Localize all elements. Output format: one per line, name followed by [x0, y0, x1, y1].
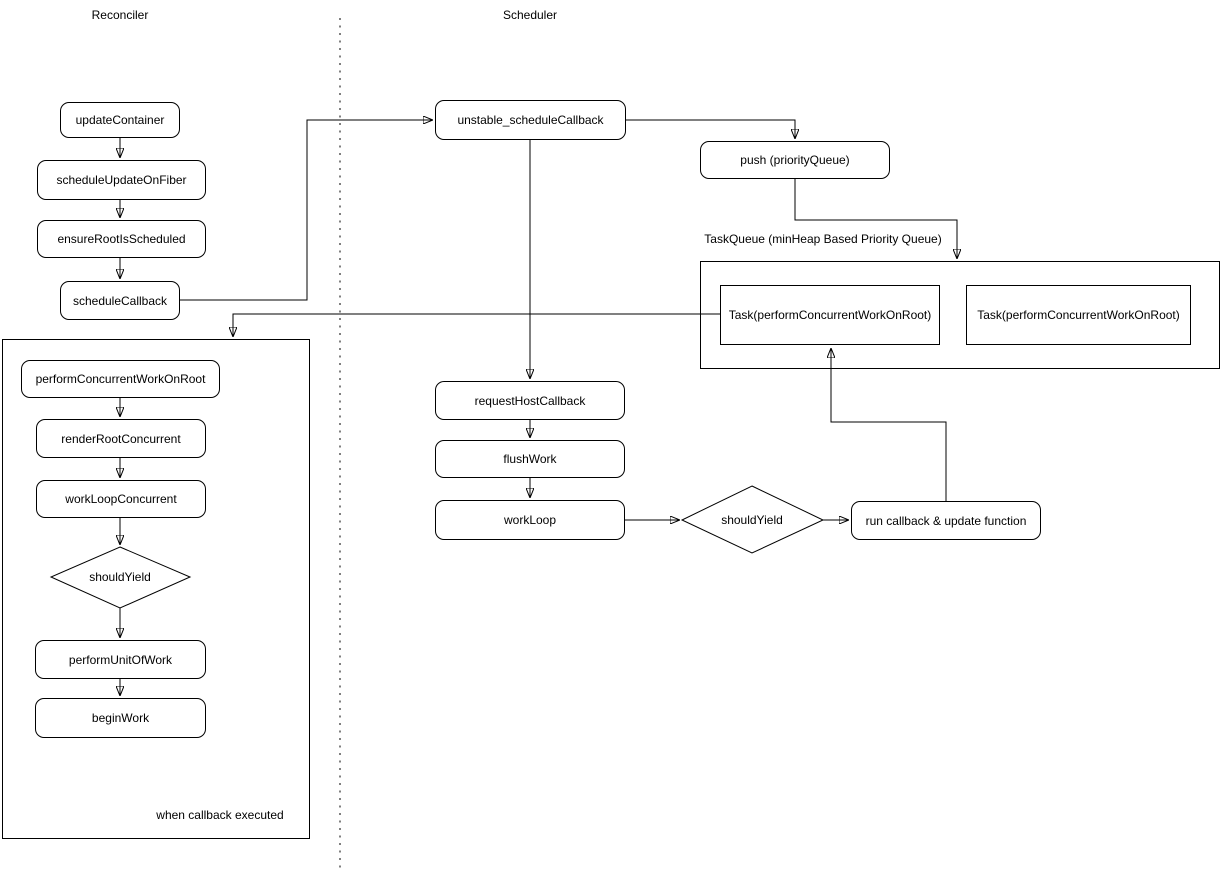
node-ensure-root-is-scheduled: ensureRootIsScheduled [37, 220, 206, 258]
node-push-priority-queue: push (priorityQueue) [700, 141, 890, 179]
node-request-host-callback: requestHostCallback [435, 381, 625, 420]
task-item-1: Task(performConcurrentWorkOnRoot) [720, 285, 940, 345]
edge-push-to-taskqueue [794, 179, 957, 258]
edge-runcallback-to-task1 [831, 349, 947, 501]
callback-executed-caption: when callback executed [156, 808, 284, 822]
task-item-2: Task(performConcurrentWorkOnRoot) [966, 285, 1191, 345]
edge-task1-to-callbackgroup [233, 313, 720, 336]
decision-should-yield-scheduler-label: shouldYield [721, 513, 783, 527]
node-run-callback: run callback & update function [851, 501, 1041, 540]
edge-schedulecallback-to-unstableschedulecallback [180, 120, 432, 301]
node-begin-work: beginWork [35, 698, 206, 738]
node-schedule-update-on-fiber: scheduleUpdateOnFiber [37, 160, 206, 200]
node-work-loop-concurrent: workLoopConcurrent [36, 480, 206, 518]
node-perform-concurrent-work-on-root: performConcurrentWorkOnRoot [21, 360, 220, 398]
callback-executed-group-box [2, 339, 310, 839]
node-update-container: updateContainer [60, 102, 180, 138]
node-render-root-concurrent: renderRootConcurrent [36, 419, 206, 458]
node-work-loop: workLoop [435, 500, 625, 540]
decision-should-yield-scheduler-shape [680, 485, 825, 554]
node-flush-work: flushWork [435, 440, 625, 478]
scheduler-title: Scheduler [502, 8, 558, 22]
node-schedule-callback: scheduleCallback [60, 281, 180, 320]
edge-unstableschedulecallback-to-push [626, 119, 795, 138]
task-queue-label: TaskQueue (minHeap Based Priority Queue) [704, 232, 942, 246]
node-unstable-schedule-callback: unstable_scheduleCallback [435, 100, 626, 140]
reconciler-title: Reconciler [91, 8, 149, 22]
node-perform-unit-of-work: performUnitOfWork [35, 640, 206, 679]
